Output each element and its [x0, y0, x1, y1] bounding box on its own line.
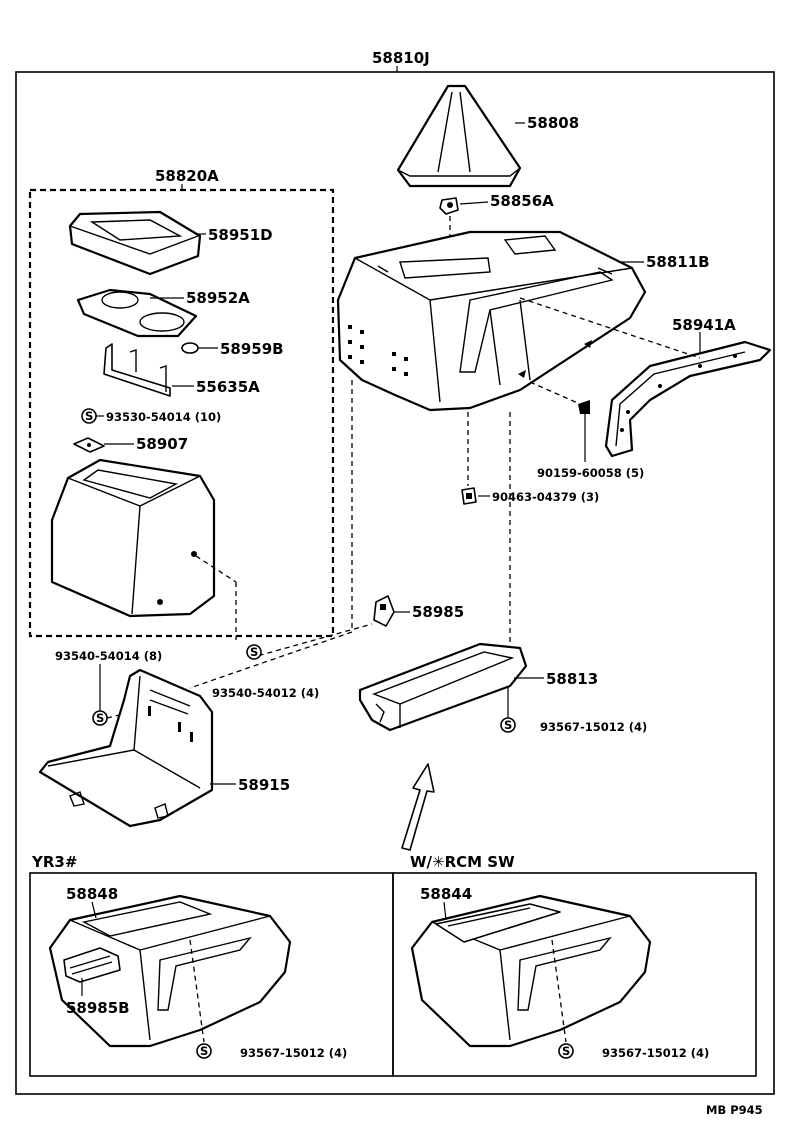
armrest-lid: [68, 210, 202, 276]
label-93540b: 93540-54012 (4): [212, 686, 319, 700]
dash-58985: [249, 623, 373, 659]
variant-right-box: [392, 872, 757, 1077]
label-58941a: 58941A: [672, 316, 736, 334]
svg-text:S: S: [250, 645, 258, 659]
clip-58907: [73, 437, 105, 453]
leader-58844: [443, 901, 447, 921]
group-box: [28, 188, 335, 638]
variant-left-console: [48, 894, 292, 1048]
dash-90159: [529, 381, 581, 405]
svg-text:S: S: [85, 409, 93, 423]
storage-tray: [358, 642, 528, 732]
label-93530: 93530-54014 (10): [106, 410, 221, 424]
label-90463: 90463-04379 (3): [492, 490, 599, 504]
label-58985: 58985: [412, 603, 464, 621]
screw-93540b: S: [246, 644, 262, 660]
label-58813: 58813: [546, 670, 598, 688]
label-93567-left: 93567-15012 (4): [240, 1046, 347, 1060]
screw-90159: [578, 400, 590, 462]
svg-text:S: S: [200, 1044, 208, 1058]
label-93540a: 93540-54014 (8): [55, 649, 162, 663]
variant-right-console: [410, 894, 652, 1048]
label-55635a: 55635A: [196, 378, 260, 396]
cushion-58959b: [181, 342, 199, 354]
assembly-label: 58810J: [372, 49, 430, 67]
nut-90463: [461, 487, 477, 505]
screw-93540a: S: [92, 710, 108, 726]
page-code: MB P945: [706, 1103, 763, 1117]
armrest-box: [50, 458, 216, 618]
label-58915: 58915: [238, 776, 290, 794]
shift-boot: [396, 84, 522, 188]
side-trim: [604, 340, 772, 458]
variant-right-title: W/✳RCM SW: [410, 853, 515, 871]
label-58959b: 58959B: [220, 340, 284, 358]
dash-right-screw: [551, 939, 567, 1043]
screw-right-variant: S: [558, 1043, 574, 1059]
clip-58856a: [439, 197, 459, 215]
leader-58848: [91, 901, 97, 919]
label-58951d: 58951D: [208, 226, 273, 244]
label-58952a: 58952A: [186, 289, 250, 307]
group-label: 58820A: [155, 167, 219, 185]
svg-text:S: S: [96, 711, 104, 725]
up-arrow-icon: [401, 763, 435, 851]
screw-93567-top: S: [500, 717, 516, 733]
label-90159: 90159-60058 (5): [537, 466, 644, 480]
lower-panel: [38, 668, 214, 828]
label-58848: 58848: [66, 885, 118, 903]
label-58907: 58907: [136, 435, 188, 453]
screw-93530: S: [81, 408, 97, 424]
dash-console-diag: [189, 631, 353, 689]
clip-58985: [373, 595, 395, 627]
label-58808: 58808: [527, 114, 579, 132]
console-body: [336, 230, 647, 412]
label-58985b: 58985B: [66, 999, 130, 1017]
hinge-plate: [76, 288, 198, 338]
dash-armrest-a: [195, 555, 237, 583]
assembly-frame: [15, 71, 775, 1095]
variant-left-title: YR3#: [31, 853, 77, 871]
label-93567-top: 93567-15012 (4): [540, 720, 647, 734]
label-58844: 58844: [420, 885, 472, 903]
dash-58941a: [519, 297, 701, 359]
label-58856a: 58856A: [490, 192, 554, 210]
dash-left-screw: [189, 939, 205, 1043]
label-93567-right: 93567-15012 (4): [602, 1046, 709, 1060]
svg-text:S: S: [504, 718, 512, 732]
leader-58856a: [459, 201, 489, 205]
hinge-55635a: [103, 343, 171, 397]
screw-left-variant: S: [196, 1043, 212, 1059]
svg-text:S: S: [562, 1044, 570, 1058]
label-58811b: 58811B: [646, 253, 710, 271]
